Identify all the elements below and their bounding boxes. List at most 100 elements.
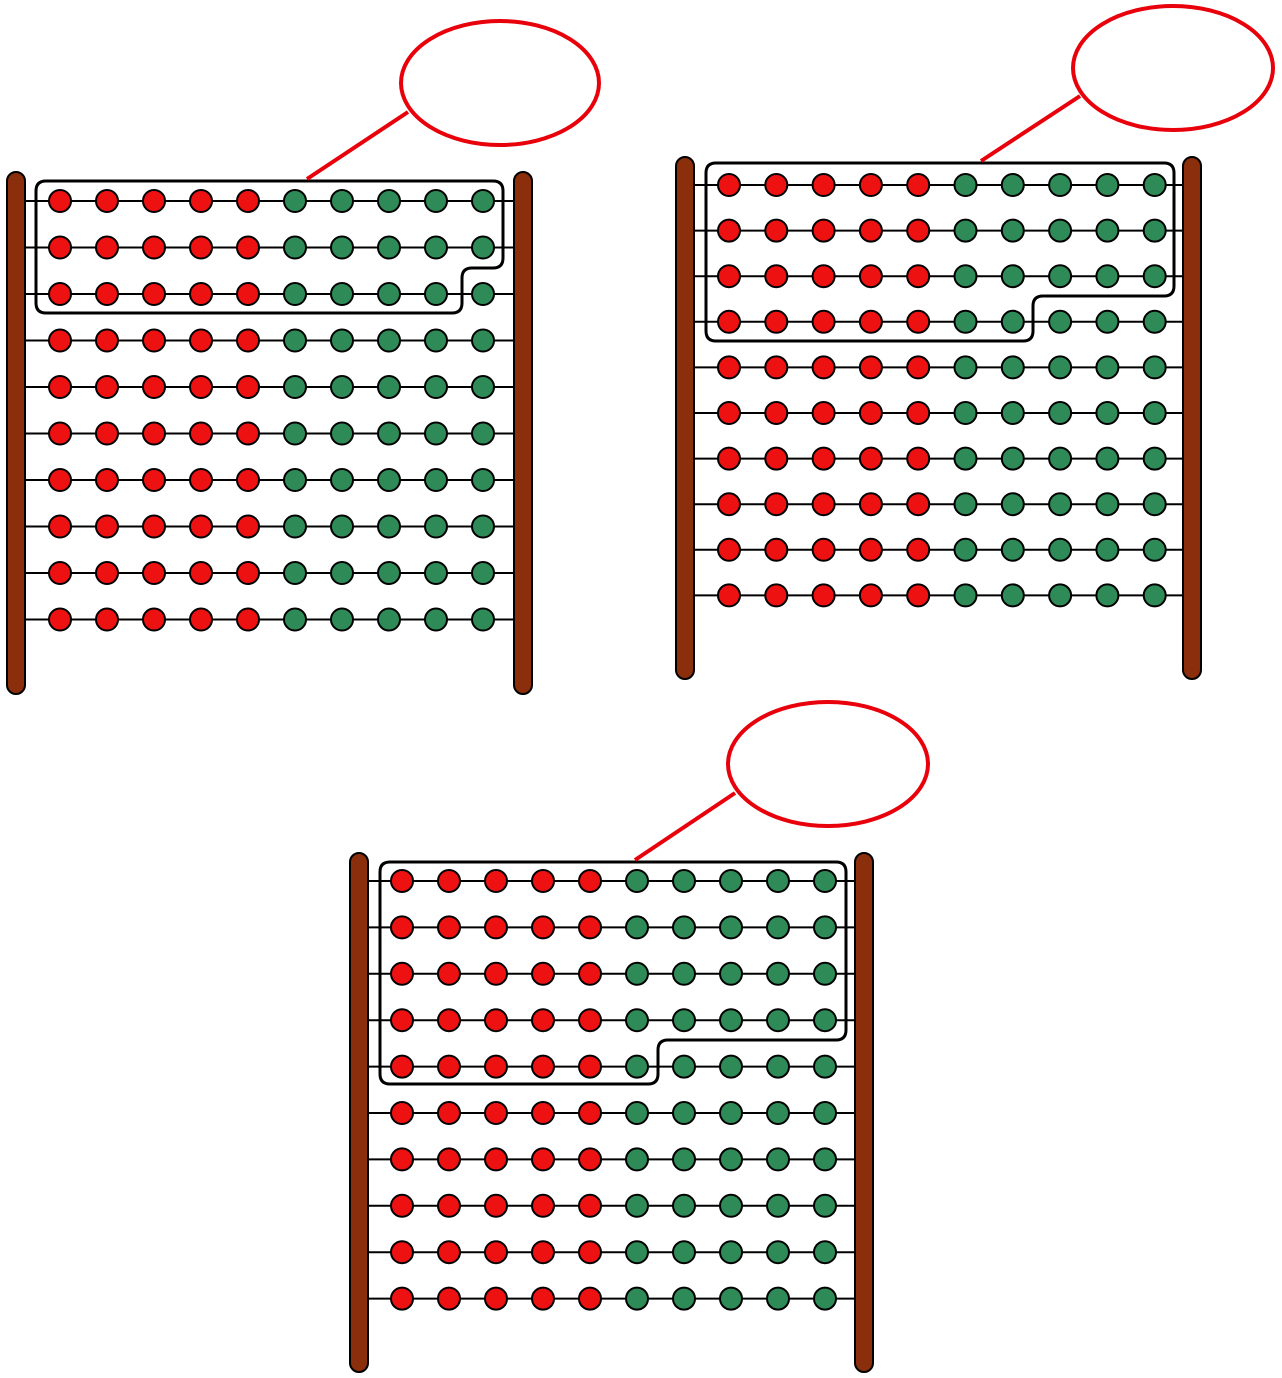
red-bead [237,283,259,305]
abacus-frame-left [676,157,694,679]
green-bead [626,1102,648,1124]
red-bead [860,402,882,424]
green-bead [331,423,353,445]
red-bead [485,1102,507,1124]
green-bead [720,1009,742,1031]
red-bead [190,330,212,352]
green-bead [673,1148,695,1170]
red-bead [190,237,212,259]
red-bead [237,237,259,259]
green-bead [814,1241,836,1263]
red-bead [237,190,259,212]
red-bead [438,1195,460,1217]
red-bead [485,963,507,985]
red-bead [237,516,259,538]
green-bead [1144,493,1166,515]
green-bead [378,283,400,305]
green-bead [1049,311,1071,333]
red-bead [907,265,929,287]
green-bead [720,1241,742,1263]
red-bead [485,1056,507,1078]
abacus-2 [676,6,1273,679]
red-bead [907,448,929,470]
green-bead [814,1195,836,1217]
green-bead [378,423,400,445]
red-bead [96,330,118,352]
red-bead [485,1288,507,1310]
green-bead [955,265,977,287]
red-bead [813,539,835,561]
green-bead [284,562,306,584]
red-bead [438,1102,460,1124]
red-bead [391,870,413,892]
red-bead [860,174,882,196]
green-bead [673,870,695,892]
green-bead [673,1102,695,1124]
green-bead [814,916,836,938]
red-bead [190,283,212,305]
green-bead [720,1056,742,1078]
green-bead [378,330,400,352]
red-bead [813,356,835,378]
green-bead [814,1288,836,1310]
red-bead [532,1195,554,1217]
red-bead [718,265,740,287]
green-bead [955,174,977,196]
red-bead [718,402,740,424]
green-bead [955,448,977,470]
red-bead [532,1288,554,1310]
green-bead [673,1241,695,1263]
red-bead [190,376,212,398]
red-bead [438,1241,460,1263]
red-bead [190,423,212,445]
red-bead [190,562,212,584]
red-bead [96,376,118,398]
green-bead [472,190,494,212]
red-bead [143,376,165,398]
green-bead [472,376,494,398]
red-bead [49,237,71,259]
red-bead [765,539,787,561]
red-bead [391,1241,413,1263]
red-bead [438,963,460,985]
red-bead [765,402,787,424]
green-bead [1002,265,1024,287]
red-bead [143,283,165,305]
green-bead [378,190,400,212]
green-bead [1049,356,1071,378]
green-bead [955,493,977,515]
green-bead [720,1288,742,1310]
red-bead [579,1148,601,1170]
green-bead [378,469,400,491]
green-bead [767,1148,789,1170]
red-bead [485,1148,507,1170]
green-bead [767,1195,789,1217]
red-bead [96,283,118,305]
green-bead [331,283,353,305]
red-bead [49,376,71,398]
green-bead [720,1148,742,1170]
red-bead [907,311,929,333]
green-bead [814,963,836,985]
red-bead [813,402,835,424]
green-bead [378,516,400,538]
red-bead [579,1195,601,1217]
red-bead [237,376,259,398]
abacus-frame-right [855,853,873,1372]
green-bead [626,870,648,892]
green-bead [1002,174,1024,196]
red-bead [391,916,413,938]
red-bead [143,190,165,212]
red-bead [391,1056,413,1078]
red-bead [718,220,740,242]
green-bead [331,469,353,491]
green-bead [626,963,648,985]
green-bead [1144,584,1166,606]
red-bead [579,1288,601,1310]
red-bead [49,330,71,352]
red-bead [190,190,212,212]
red-bead [190,516,212,538]
red-bead [49,283,71,305]
green-bead [1144,311,1166,333]
red-bead [532,1241,554,1263]
